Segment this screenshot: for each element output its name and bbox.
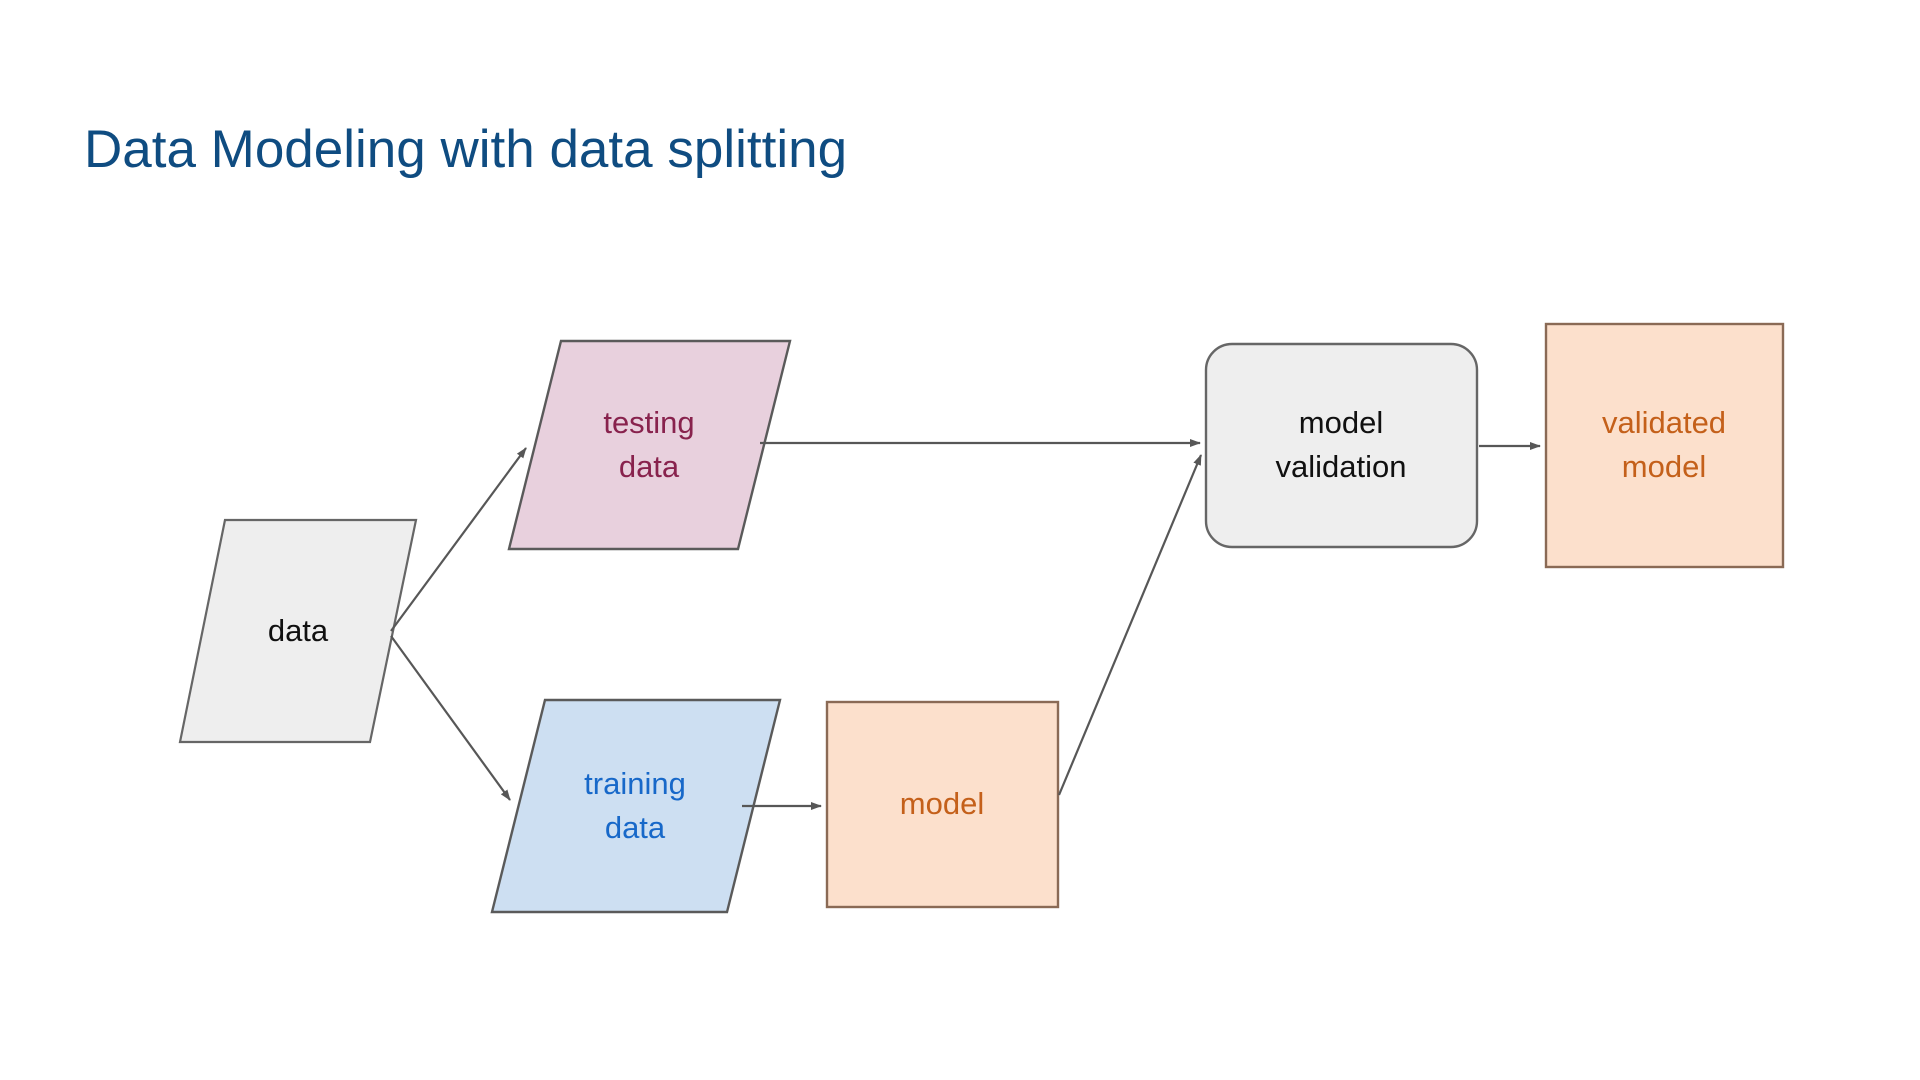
page-title: Data Modeling with data splitting — [84, 120, 848, 179]
edge-data-to-testing-data — [390, 447, 527, 632]
node-shape-data[interactable] — [178, 518, 418, 744]
edge-data-to-training-data — [390, 635, 511, 801]
node-shape-model-validation[interactable] — [1204, 342, 1479, 549]
node-shape-testing-data[interactable] — [507, 339, 792, 551]
node-shape-training-data[interactable] — [490, 698, 782, 914]
node-shape-validated-model[interactable] — [1544, 322, 1785, 569]
edge-model-to-model-validation — [1057, 454, 1203, 796]
node-shape-model[interactable] — [825, 700, 1060, 909]
